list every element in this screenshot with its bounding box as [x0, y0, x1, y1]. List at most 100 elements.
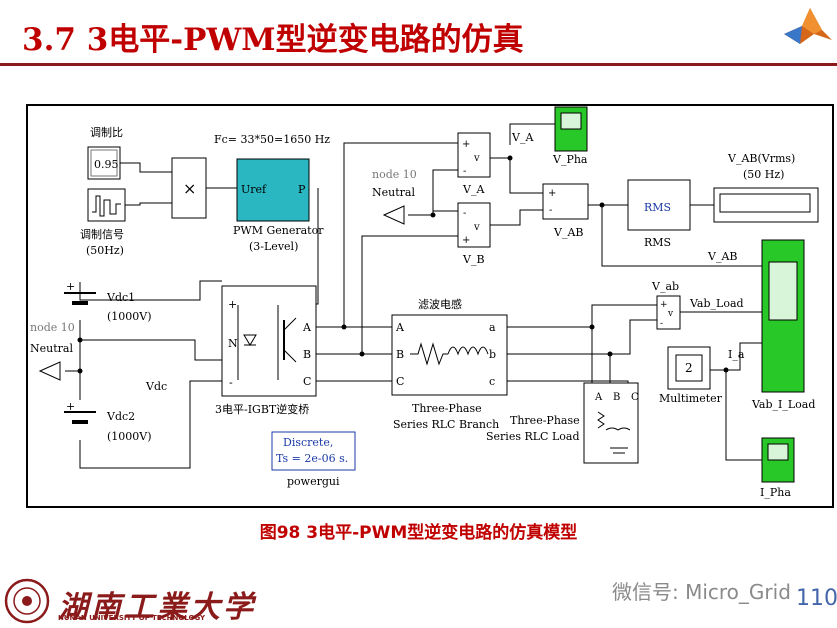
ipha-label: I_Pha	[760, 486, 791, 499]
simulink-canvas	[26, 104, 834, 508]
vdc1-label-2: (1000V)	[107, 310, 152, 323]
rlc-load-block[interactable]	[583, 382, 639, 464]
rlc-name-1: Three-Phase	[412, 402, 482, 415]
multimeter-block[interactable]	[667, 346, 711, 390]
powergui-line2: Ts = 2e-06 s.	[276, 452, 348, 465]
vab-signal-label: V_AB	[707, 250, 737, 263]
mod-ratio-label: 调制比	[90, 126, 123, 139]
mod-signal-source[interactable]	[87, 188, 126, 222]
rms-inner-label: RMS	[644, 201, 671, 214]
vpha-label: V_Pha	[552, 153, 588, 166]
rlc-port-c-out: c	[489, 375, 495, 388]
vb-measurement-block[interactable]	[457, 202, 491, 248]
sum-plus: +	[548, 188, 556, 199]
vabl-v: v	[667, 309, 674, 319]
scope-main-label: Vab_I_Load	[751, 398, 815, 411]
vabl-minus: -	[660, 319, 663, 329]
pwm-name-1: PWM Generator	[233, 224, 324, 237]
neutral-mid: Neutral	[372, 186, 415, 199]
va-label: V_A	[462, 183, 485, 196]
vdc2-label-2: (1000V)	[107, 430, 152, 443]
vabl-plus: +	[660, 300, 668, 310]
university-name-cn: 湖南工業大学	[58, 590, 256, 625]
va-v: v	[473, 153, 480, 164]
load-port-a: A	[594, 392, 603, 403]
va-minus: -	[463, 166, 466, 177]
vdc1-label-1: Vdc1	[106, 291, 135, 304]
figure-caption: 图98 3电平-PWM型逆变电路的仿真模型	[259, 523, 578, 543]
wire-junctions	[77, 155, 729, 374]
pwm-name-2: (3-Level)	[249, 240, 298, 253]
load-name-1: Three-Phase	[510, 414, 580, 427]
vab-load-label: Vab_Load	[689, 297, 744, 310]
rlc-port-b-out: b	[489, 348, 496, 361]
vdc-label: Vdc	[145, 380, 167, 393]
multimeter-name: Multimeter	[659, 392, 723, 405]
multimeter-value: 2	[685, 361, 693, 375]
powergui-name: powergui	[287, 475, 340, 488]
multiply-icon: ×	[183, 179, 196, 198]
svg-text:+: +	[66, 280, 75, 293]
vab-rms-label-2: (50 Hz)	[743, 168, 784, 181]
rlc-port-b: B	[396, 348, 404, 361]
sum-minus: -	[549, 205, 552, 216]
product-block[interactable]	[171, 157, 207, 219]
rms-block[interactable]	[627, 179, 691, 231]
title-divider	[0, 63, 837, 66]
ipha-scope[interactable]	[761, 437, 795, 483]
bridge-port-c: C	[303, 375, 311, 388]
mod-signal-label-2: (50Hz)	[86, 244, 124, 257]
vab-i-load-scope[interactable]	[761, 239, 805, 393]
node10-mid: node 10	[372, 168, 417, 181]
neutral-mid-icon[interactable]	[382, 205, 405, 225]
vab-label: V_AB	[553, 226, 583, 239]
vpha-scope[interactable]	[554, 106, 588, 152]
vab-load-measurement[interactable]	[656, 295, 681, 330]
bridge-port-b: B	[303, 348, 311, 361]
pwm-generator-block[interactable]	[236, 158, 310, 222]
fc-label: Fc= 33*50=1650 Hz	[214, 133, 330, 146]
va-plus: +	[462, 139, 470, 150]
filter-label: 滤波电感	[418, 298, 462, 311]
vab-rms-label-1: V_AB(Vrms)	[727, 152, 795, 165]
v-ab-label: V_ab	[651, 280, 679, 293]
mod-ratio-constant[interactable]	[87, 146, 121, 180]
node10-left: node 10	[30, 321, 75, 334]
pwm-port-p: P	[298, 183, 306, 196]
vb-label: V_B	[462, 253, 485, 266]
rms-name: RMS	[644, 236, 671, 249]
load-name-2: Series RLC Load	[486, 430, 580, 443]
svg-text:+: +	[66, 400, 75, 413]
powergui-block[interactable]	[271, 431, 356, 471]
rlc-branch-block[interactable]	[391, 314, 508, 396]
rlc-port-a: A	[395, 321, 405, 334]
bridge-name: 3电平-IGBT逆变桥	[215, 402, 309, 416]
vb-plus: +	[462, 235, 470, 246]
slide-title: 3.7 3电平-PWM型逆变电路的仿真	[22, 22, 524, 58]
bridge-port-n: N	[228, 337, 238, 350]
sum-block[interactable]	[542, 183, 589, 220]
va-measurement-block[interactable]	[457, 132, 491, 178]
mod-signal-label-1: 调制信号	[80, 228, 124, 241]
load-port-c: C	[631, 392, 639, 403]
bridge-port-plus: +	[228, 298, 237, 311]
vdc1-source[interactable]: +	[64, 280, 96, 305]
bridge-port-minus: -	[229, 376, 233, 389]
university-seal	[4, 578, 50, 624]
matlab-logo	[782, 4, 834, 48]
bridge-port-a: A	[302, 321, 312, 334]
page-number: 110	[796, 586, 837, 611]
rlc-name-2: Series RLC Branch	[393, 418, 499, 431]
load-port-b: B	[613, 392, 620, 403]
vb-v: v	[473, 222, 480, 233]
rlc-port-a-out: a	[489, 321, 496, 334]
rlc-port-c: C	[396, 375, 404, 388]
vb-minus: -	[463, 208, 466, 219]
igbt-bridge-block[interactable]	[221, 285, 317, 397]
va-signal-label: V_A	[511, 131, 534, 144]
neutral-left-icon[interactable]	[38, 361, 61, 381]
vab-rms-display[interactable]	[713, 187, 819, 223]
vdc2-source[interactable]: +	[64, 400, 96, 424]
pwm-port-uref: Uref	[241, 183, 267, 196]
